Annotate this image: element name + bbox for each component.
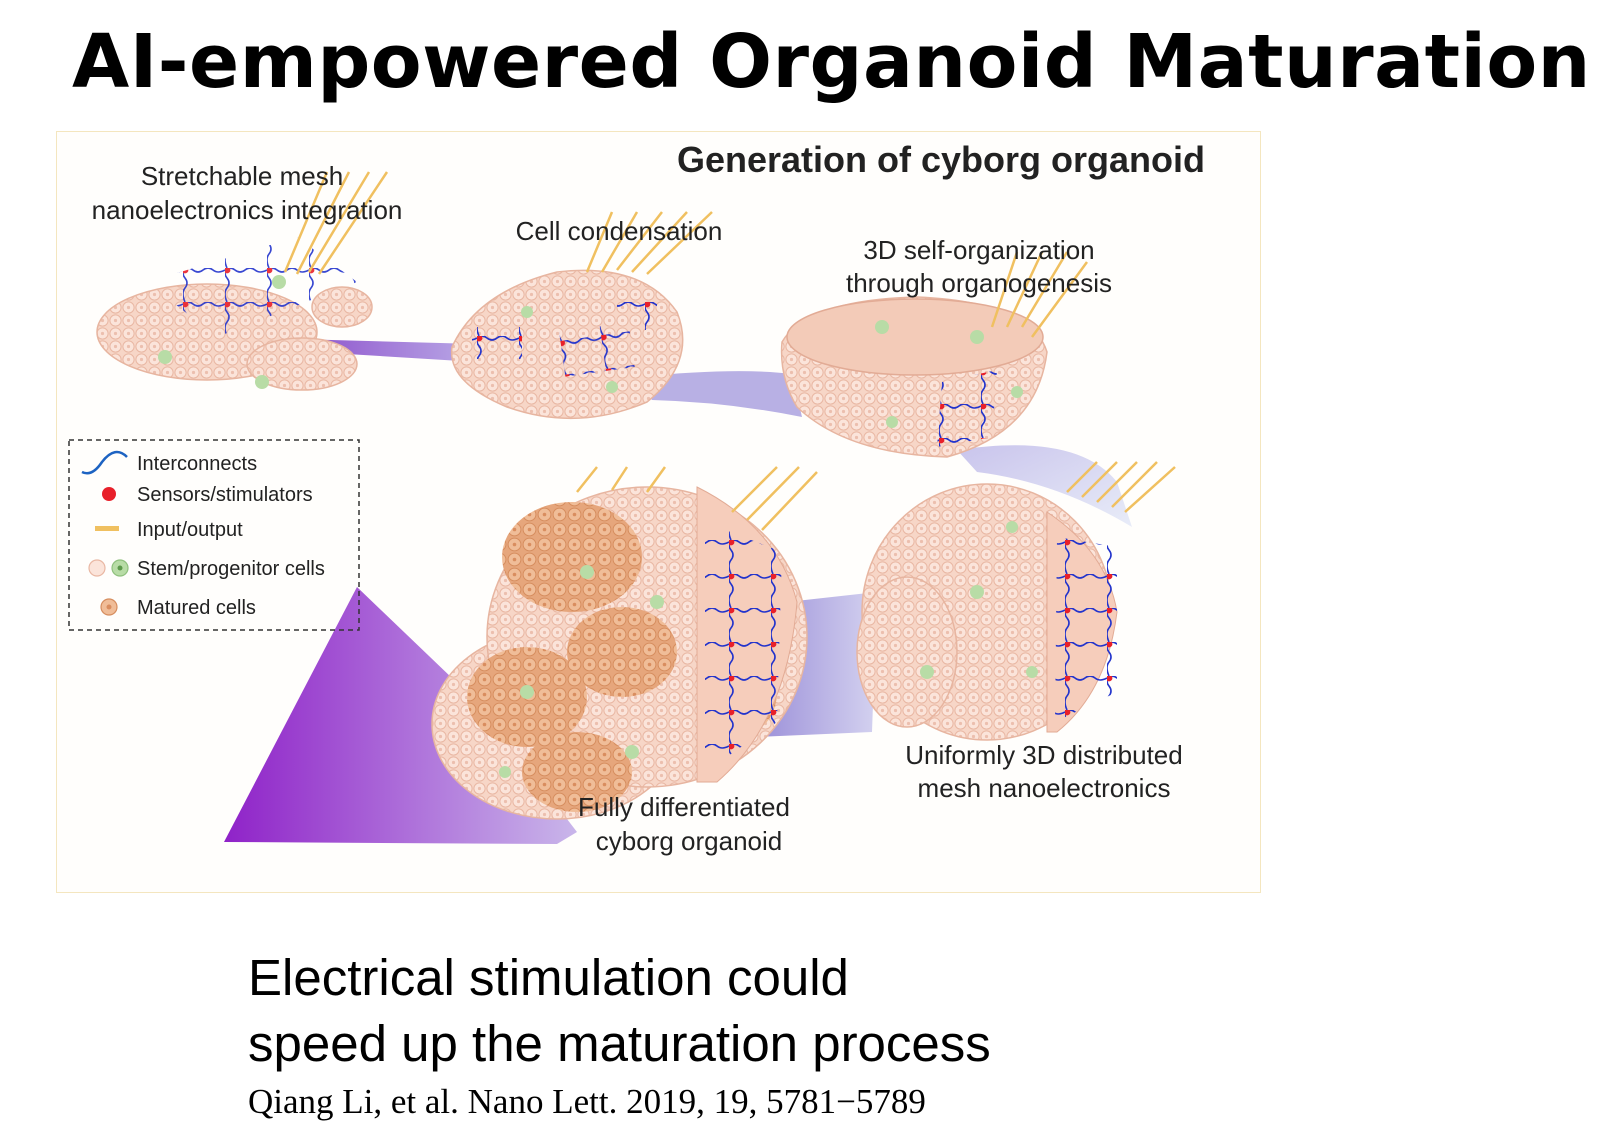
wave-icon — [81, 450, 128, 475]
legend-item-interconnects: Interconnects — [81, 450, 257, 475]
stage-label-uniform-line1: Uniformly 3D distributed — [905, 740, 1182, 770]
matured-cell-icon — [100, 598, 118, 616]
caption-line-1: Electrical stimulation could — [248, 949, 849, 1006]
legend-label: Matured cells — [137, 597, 256, 619]
slide-title: AI-empowered Organoid Maturation — [72, 19, 1591, 105]
legend-item-sensors: Sensors/stimulators — [102, 484, 313, 506]
legend-label: Sensors/stimulators — [137, 484, 313, 506]
caption-line-2: speed up the maturation process — [248, 1015, 991, 1072]
stage-label-condensation: Cell condensation — [516, 216, 723, 246]
legend-label: Interconnects — [137, 453, 257, 475]
red-dot-icon — [102, 487, 116, 501]
cyborg-organoid-diagram: Generation of cyborg organoid Stretchabl… — [68, 139, 1205, 856]
stage-label-mesh-line2: nanoelectronics integration — [92, 195, 403, 225]
stage-uniform-mesh — [856, 461, 1176, 741]
stage-label-mesh-line1: Stretchable mesh — [141, 161, 343, 191]
stage-label-selforg-line2: through organogenesis — [846, 268, 1112, 298]
citation: Qiang Li, et al. Nano Lett. 2019, 19, 57… — [248, 1082, 926, 1121]
figure-panel: Generation of cyborg organoid Stretchabl… — [56, 131, 1261, 893]
stage-fully-differentiated — [431, 466, 818, 820]
legend-label: Stem/progenitor cells — [137, 558, 325, 580]
legend-item-matured: Matured cells — [100, 597, 256, 619]
figure-heading: Generation of cyborg organoid — [677, 139, 1205, 180]
stage-arrow-2 — [637, 371, 802, 417]
yellow-bar-icon — [95, 526, 119, 531]
stage-label-final-line2: cyborg organoid — [596, 826, 782, 856]
stage-arrow-3 — [957, 445, 1132, 527]
stage-label-selforg-line1: 3D self-organization — [863, 235, 1094, 265]
legend: Interconnects Sensors/stimulators Input/… — [68, 439, 360, 631]
stage-cell-condensation — [450, 211, 713, 420]
stage-mesh-integration — [96, 171, 389, 391]
cell-icon — [88, 559, 129, 577]
stage-self-organization — [780, 251, 1089, 458]
stage-label-final-line1: Fully differentiated — [578, 792, 790, 822]
legend-item-io: Input/output — [95, 519, 243, 541]
stage-label-uniform-line2: mesh nanoelectronics — [918, 773, 1171, 803]
legend-label: Input/output — [137, 519, 243, 541]
legend-item-stem: Stem/progenitor cells — [88, 558, 325, 580]
